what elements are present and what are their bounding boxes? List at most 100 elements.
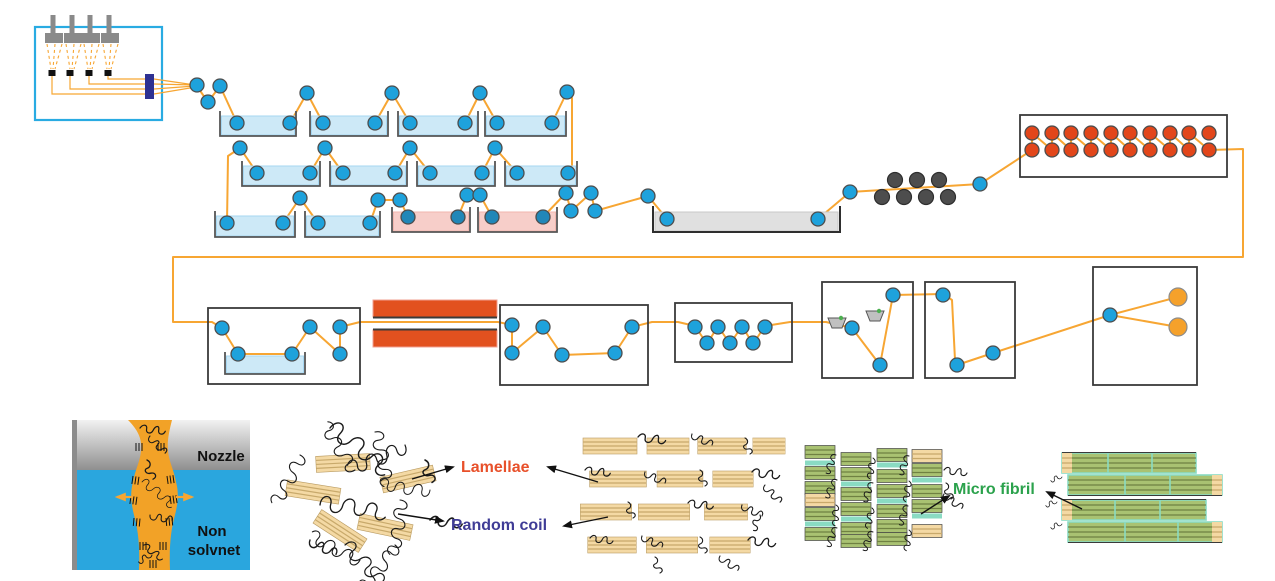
hot-roller — [1083, 142, 1099, 158]
roller — [315, 115, 331, 131]
lamella-block — [587, 536, 637, 554]
fibril-block — [840, 521, 872, 537]
fibril-block — [911, 462, 943, 478]
lamellae-stack — [579, 433, 786, 574]
hot-roller — [1181, 125, 1197, 141]
nozzle-inset: Nozzle Non solvnet — [72, 420, 250, 570]
oil-applicator — [865, 308, 885, 322]
godet — [939, 188, 957, 206]
winder-thread-branches — [1109, 296, 1179, 328]
roller — [757, 319, 773, 335]
fibril-teal-band — [912, 513, 942, 519]
roller — [302, 165, 318, 181]
roller — [367, 115, 383, 131]
hot-roller — [1122, 142, 1138, 158]
roller — [487, 140, 503, 156]
fibril-block — [804, 526, 836, 542]
hot-roller — [1044, 142, 1060, 158]
hot-roller — [1044, 125, 1060, 141]
fibril-teal-band — [841, 481, 871, 487]
bobbin — [1168, 317, 1188, 337]
hot-roller — [1024, 125, 1040, 141]
fibril-teal-band — [805, 460, 835, 466]
roller — [219, 215, 235, 231]
hot-roller — [1201, 125, 1217, 141]
roller — [722, 335, 738, 351]
roller — [335, 165, 351, 181]
fibril-block — [876, 447, 908, 463]
fibril-block — [804, 506, 836, 522]
roller — [710, 319, 726, 335]
coagulation-bath-row-1 — [219, 111, 567, 137]
inset-left-wall — [72, 420, 77, 570]
roller — [935, 287, 951, 303]
lamellae-label: Lamellae — [461, 459, 530, 476]
roller — [640, 188, 656, 204]
roller — [472, 85, 488, 101]
lamella-block — [712, 470, 754, 488]
spinneret-head — [101, 33, 119, 43]
lamella-block — [646, 437, 690, 455]
roller — [362, 215, 378, 231]
spinneret-stem — [69, 15, 75, 33]
roller — [472, 187, 488, 203]
lamella-block — [637, 503, 691, 521]
spinneret-head — [45, 33, 63, 43]
roller — [284, 346, 300, 362]
roller — [402, 140, 418, 156]
annotation-arrow — [920, 494, 951, 515]
roller — [332, 346, 348, 362]
wash-bath-row-2 — [241, 161, 578, 187]
fibril-block — [840, 451, 872, 467]
fibril-row — [1050, 474, 1223, 496]
roller — [558, 185, 574, 201]
spinneret-box — [33, 15, 197, 122]
oiling-unit-box — [821, 281, 914, 379]
roller — [734, 319, 750, 335]
lamella-block — [582, 437, 638, 455]
roller — [400, 209, 416, 225]
roller — [504, 345, 520, 361]
godet — [908, 171, 926, 189]
hot-roller — [1083, 125, 1099, 141]
roller — [450, 209, 466, 225]
roller — [535, 209, 551, 225]
roller — [544, 115, 560, 131]
oil-applicator — [827, 315, 847, 329]
lamella-block — [697, 437, 747, 455]
roller — [189, 77, 205, 93]
random-coil-squiggles — [263, 420, 463, 581]
roller — [560, 165, 576, 181]
fibril-block — [876, 531, 908, 547]
fibril-block — [876, 483, 908, 499]
hot-roller-box — [1019, 114, 1228, 178]
lamellae-tangle — [263, 420, 463, 581]
godet-stand-box — [674, 302, 793, 363]
spinneret-stem — [87, 15, 93, 33]
godet — [895, 188, 913, 206]
roller — [230, 346, 246, 362]
roller — [292, 190, 308, 206]
lamella-block — [315, 452, 371, 474]
roller — [810, 211, 826, 227]
roller — [384, 85, 400, 101]
roller — [587, 203, 603, 219]
hot-roller — [1024, 142, 1040, 158]
polymer-stream — [128, 420, 178, 570]
roller — [214, 320, 230, 336]
roller — [317, 140, 333, 156]
heater-bars — [372, 299, 498, 348]
hot-roller — [1122, 125, 1138, 141]
spinnerets — [45, 15, 119, 43]
finish-bath-gray — [652, 206, 841, 233]
hot-roller — [1103, 125, 1119, 141]
roller — [229, 115, 245, 131]
microfibril-structure — [804, 444, 968, 552]
roller — [607, 345, 623, 361]
roller — [872, 357, 888, 373]
bath-row-3 — [214, 207, 558, 238]
filament-fan — [153, 78, 197, 95]
micro-fibril-label: Micro fibril — [953, 481, 1035, 498]
hot-roller — [1103, 142, 1119, 158]
